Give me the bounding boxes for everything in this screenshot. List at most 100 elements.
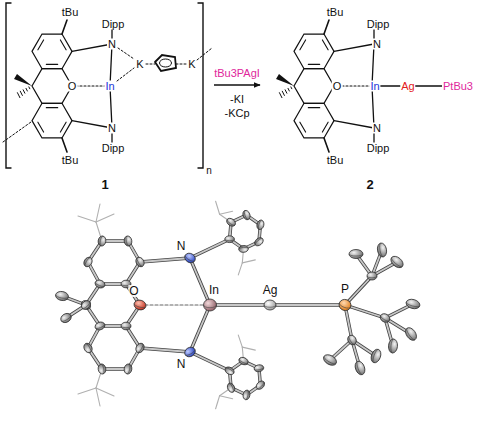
contact-line bbox=[176, 64, 187, 65]
ellipsoid-octant bbox=[390, 339, 393, 353]
ellipsoid-octant bbox=[99, 236, 102, 246]
substituent-label: Dipp bbox=[101, 143, 126, 154]
bond-line bbox=[72, 44, 112, 51]
ellipsoid-octant bbox=[61, 315, 71, 322]
hash-bond bbox=[17, 93, 19, 98]
ellipsoid-body bbox=[349, 250, 363, 259]
atom-ellipsoid bbox=[403, 326, 418, 343]
wireframe-bond bbox=[242, 260, 255, 263]
wireframe-bond bbox=[78, 388, 96, 394]
atom-ellipsoid bbox=[253, 236, 265, 247]
atom-label: N bbox=[372, 123, 382, 134]
atom-label: N bbox=[176, 240, 187, 252]
atom-ellipsoid bbox=[94, 279, 106, 290]
reaction-arrow bbox=[214, 84, 260, 85]
ellipsoid-body bbox=[123, 235, 132, 246]
ring-bond bbox=[32, 34, 72, 69]
stick-bond bbox=[190, 305, 210, 352]
ellipsoid-body bbox=[80, 299, 93, 311]
ellipsoid-octant bbox=[84, 257, 90, 267]
ellipsoid-body bbox=[183, 251, 197, 264]
atom-ellipsoid bbox=[97, 363, 106, 374]
double-bond-line bbox=[46, 64, 57, 65]
reagent-label: tBu3PAgI bbox=[213, 68, 261, 79]
crystal-structure bbox=[55, 201, 421, 409]
wireframe-bond bbox=[216, 201, 220, 214]
stick-bond bbox=[270, 304, 345, 306]
ellipsoid-body bbox=[405, 298, 421, 310]
ellipsoid-body bbox=[389, 254, 406, 270]
ring-bond bbox=[294, 69, 334, 104]
ellipsoid-body bbox=[225, 217, 237, 228]
bond-line bbox=[334, 121, 374, 128]
compound-number: 1 bbox=[100, 178, 109, 191]
ellipsoid-body bbox=[134, 256, 146, 268]
atom-ellipsoid bbox=[242, 390, 250, 401]
atom-ellipsoid bbox=[80, 299, 93, 311]
double-bond-line bbox=[308, 64, 319, 65]
wireframe-bond bbox=[220, 211, 233, 214]
double-bond-line bbox=[300, 122, 306, 132]
ellipsoid-octant bbox=[246, 390, 249, 400]
wireframe-bond bbox=[238, 335, 242, 347]
bracket bbox=[198, 3, 203, 168]
contact-line bbox=[197, 48, 212, 60]
ellipsoid-body bbox=[94, 321, 106, 332]
ellipsoid-body bbox=[254, 364, 265, 372]
tbu-bond bbox=[62, 20, 67, 34]
atom-ellipsoid bbox=[94, 321, 106, 332]
atom-ellipsoid bbox=[238, 356, 250, 366]
ellipsoid-octant bbox=[348, 336, 355, 346]
ellipsoid-octant bbox=[226, 219, 235, 226]
silver-ellipsoid bbox=[264, 300, 276, 310]
ellipsoid-body bbox=[183, 345, 197, 358]
ellipsoid-octant bbox=[95, 282, 105, 287]
atom-label: O bbox=[128, 285, 139, 297]
ellipsoid-body bbox=[94, 279, 106, 290]
ellipsoid-octant bbox=[82, 302, 91, 310]
stick-bond bbox=[190, 239, 230, 258]
atom-ellipsoid bbox=[353, 360, 366, 376]
atom-ellipsoid bbox=[254, 364, 265, 372]
ellipsoid-octant bbox=[184, 255, 195, 262]
double-bond-line bbox=[46, 107, 57, 108]
wedge-bond bbox=[14, 74, 32, 86]
ellipsoid-octant bbox=[204, 305, 217, 308]
ellipsoid-octant bbox=[243, 211, 248, 221]
ellipsoid-octant bbox=[367, 276, 377, 278]
ellipsoid-octant bbox=[86, 343, 92, 353]
nitrogen-ellipsoid bbox=[183, 345, 197, 358]
atom-ellipsoid bbox=[256, 219, 265, 230]
byproduct-label: -KI bbox=[229, 94, 245, 105]
hash-bond bbox=[20, 91, 22, 95]
ellipsoid-octant bbox=[372, 349, 379, 363]
atom-label: N bbox=[372, 39, 382, 50]
atom-ellipsoid bbox=[346, 334, 358, 347]
ellipsoid-body bbox=[82, 256, 94, 268]
contact-line bbox=[140, 304, 210, 305]
ellipsoid-body bbox=[367, 272, 377, 280]
ellipsoid-body bbox=[82, 342, 94, 354]
atom-ellipsoid bbox=[123, 363, 132, 374]
hash-bond bbox=[26, 88, 27, 91]
wedge-bond bbox=[276, 74, 294, 86]
substituent-label: Dipp bbox=[101, 19, 126, 30]
wireframe-bond bbox=[220, 396, 233, 399]
atom-ellipsoid bbox=[242, 209, 252, 220]
byproduct-label: -KCp bbox=[223, 108, 250, 119]
substituent-label: tBu bbox=[326, 155, 345, 166]
atom-ellipsoid bbox=[388, 339, 398, 354]
ellipsoid-body bbox=[204, 299, 217, 311]
tbu-bond bbox=[324, 138, 329, 152]
contact-line bbox=[118, 48, 134, 59]
structural-formula bbox=[3, 3, 442, 168]
hash-bond bbox=[290, 87, 292, 89]
stick-bond bbox=[190, 239, 230, 258]
atom-ellipsoid bbox=[224, 365, 236, 376]
ellipsoid-body bbox=[80, 299, 93, 311]
ring-bond bbox=[294, 34, 334, 69]
ellipsoid-body bbox=[123, 363, 132, 374]
double-bond-line bbox=[322, 40, 328, 50]
